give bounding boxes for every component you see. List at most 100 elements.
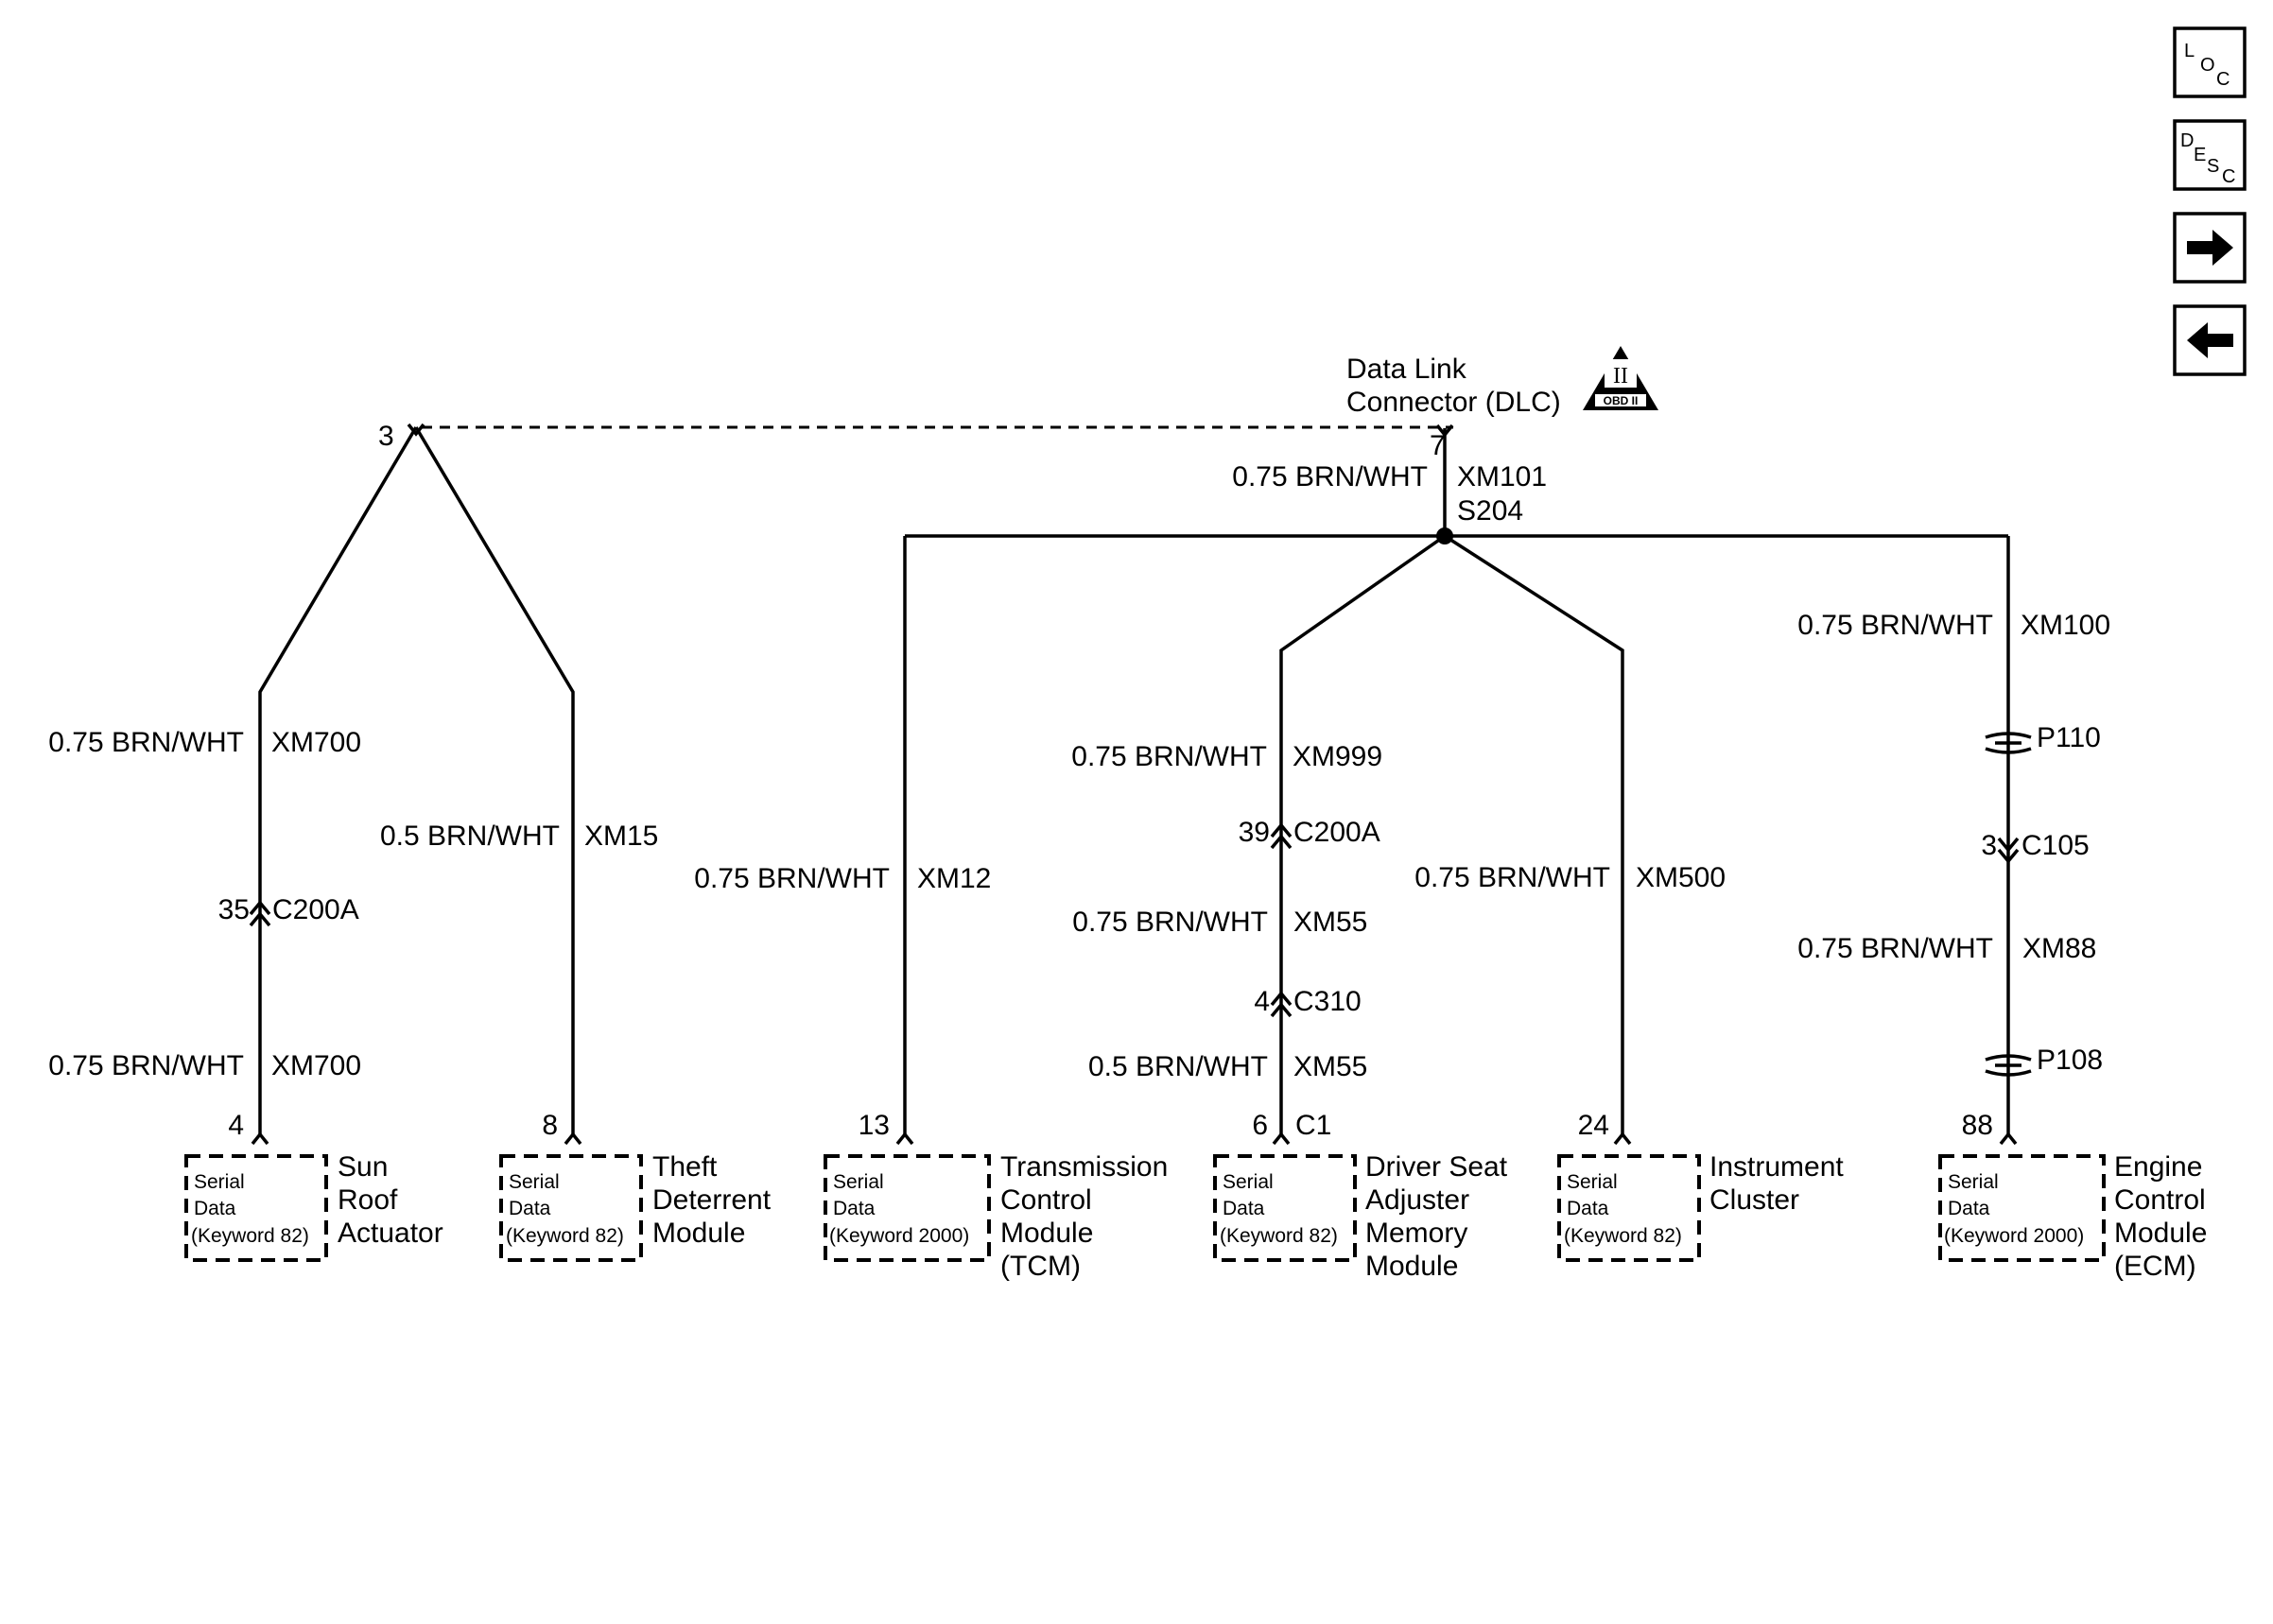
svg-text:L: L <box>2184 41 2195 61</box>
connector-c200a-icon <box>249 900 271 927</box>
svg-text:Data: Data <box>1948 1198 1990 1219</box>
svg-text:Theft: Theft <box>652 1151 718 1183</box>
svg-text:(Keyword 2000): (Keyword 2000) <box>829 1225 969 1247</box>
module-tcm: Serial Data (Keyword 2000) Transmission … <box>824 1151 1168 1282</box>
svg-text:Instrument: Instrument <box>1709 1151 1844 1183</box>
splice-label: S204 <box>1457 495 1523 527</box>
tcm-wire-label: 0.75 BRN/WHT <box>694 863 890 894</box>
svg-text:Module: Module <box>2114 1218 2207 1249</box>
svg-text:E: E <box>2194 145 2206 165</box>
theft-circuit-label: XM15 <box>584 821 658 852</box>
svg-text:Driver Seat: Driver Seat <box>1365 1151 1508 1183</box>
sunroof-module-pin-label: 4 <box>228 1110 244 1141</box>
seat-module-conn-label: C1 <box>1295 1110 1331 1141</box>
seat-w2-label: 0.75 BRN/WHT <box>1072 907 1268 938</box>
sunroof-conn-label: C200A <box>272 894 359 925</box>
svg-text:Data: Data <box>833 1198 876 1219</box>
ecm-p2-label: P108 <box>2037 1045 2103 1076</box>
svg-text:(Keyword 82): (Keyword 82) <box>506 1225 624 1247</box>
connector-c105-icon <box>1997 837 2020 864</box>
svg-text:Roof: Roof <box>338 1184 398 1216</box>
connector-c200a-icon <box>1270 822 1293 850</box>
previous-button[interactable] <box>2173 304 2247 376</box>
svg-text:Adjuster: Adjuster <box>1365 1184 1469 1216</box>
svg-text:(ECM): (ECM) <box>2114 1251 2196 1282</box>
theft-terminal-icon <box>564 1132 582 1146</box>
svg-text:Transmission: Transmission <box>1000 1151 1168 1183</box>
svg-text:Control: Control <box>1000 1184 1092 1216</box>
svg-text:O: O <box>2200 55 2215 76</box>
ecm-w2-label: 0.75 BRN/WHT <box>1797 933 1993 964</box>
svg-text:(Keyword 82): (Keyword 82) <box>1220 1225 1338 1247</box>
connector-c310-icon <box>1270 991 1293 1018</box>
seat-module-pin-label: 6 <box>1252 1110 1268 1141</box>
ecm-w1-label: 0.75 BRN/WHT <box>1797 610 1993 641</box>
sunroof-wire <box>258 426 418 1134</box>
svg-text:(TCM): (TCM) <box>1000 1251 1081 1282</box>
svg-text:Module: Module <box>1365 1251 1458 1282</box>
dlc-pin7-terminal-icon <box>1435 423 1454 438</box>
pass-through-p110-icon <box>1985 732 2032 754</box>
sunroof-terminal-icon <box>251 1132 269 1146</box>
svg-text:Serial: Serial <box>194 1171 245 1193</box>
svg-text:Data Link: Data Link <box>1346 354 1467 385</box>
cluster-wire <box>1444 534 1624 1134</box>
seat-conn2-label: C310 <box>1293 986 1362 1017</box>
pass-through-p108-icon <box>1985 1054 2032 1077</box>
svg-text:Data: Data <box>194 1198 236 1219</box>
seat-conn1-label: C200A <box>1293 817 1380 848</box>
tcm-circuit-label: XM12 <box>917 863 991 894</box>
svg-text:Engine: Engine <box>2114 1151 2202 1183</box>
dlc-pin3-terminal-icon <box>407 423 425 437</box>
seat-c3-label: XM55 <box>1293 1051 1367 1082</box>
trunk-circuit-label: XM101 <box>1457 461 1547 492</box>
loc-button[interactable]: L O C <box>2173 26 2247 98</box>
module-sunroof: Serial Data (Keyword 82) Sun Roof Actuat… <box>184 1151 443 1262</box>
seat-conn1-pin-label: 39 <box>1239 817 1270 848</box>
seat-conn2-pin-label: 4 <box>1254 986 1270 1017</box>
desc-button[interactable]: D E S C <box>2173 119 2247 191</box>
svg-text:OBD II: OBD II <box>1604 394 1639 407</box>
svg-text:(Keyword 82): (Keyword 82) <box>191 1225 309 1247</box>
svg-text:Data: Data <box>1567 1198 1609 1219</box>
dlc-pin-3: 3 <box>378 421 394 452</box>
svg-text:Serial: Serial <box>833 1171 884 1193</box>
dlc-pin-7: 7 <box>1430 430 1446 461</box>
ecm-p1-label: P110 <box>2037 722 2101 753</box>
svg-text:(Keyword 82): (Keyword 82) <box>1564 1225 1682 1247</box>
seat-c2-label: XM55 <box>1293 907 1367 938</box>
module-theft-deterrent: Serial Data (Keyword 82) Theft Deterrent… <box>499 1151 772 1262</box>
svg-text:D: D <box>2180 130 2194 151</box>
sunroof-lower-wire-label: 0.75 BRN/WHT <box>48 1050 244 1081</box>
sunroof-conn-pin-label: 35 <box>218 894 250 925</box>
svg-text:Connector (DLC): Connector (DLC) <box>1346 387 1561 418</box>
svg-text:Serial: Serial <box>1567 1171 1618 1193</box>
next-button[interactable] <box>2173 212 2247 284</box>
svg-text:Module: Module <box>652 1218 745 1249</box>
seat-w1-label: 0.75 BRN/WHT <box>1071 741 1267 772</box>
tcm-terminal-icon <box>895 1132 914 1146</box>
cluster-circuit-label: XM500 <box>1636 862 1726 893</box>
svg-text:Serial: Serial <box>1223 1171 1274 1193</box>
seat-terminal-icon <box>1272 1132 1291 1146</box>
theft-module-pin-label: 8 <box>542 1110 558 1141</box>
sunroof-upper-circuit-label: XM700 <box>271 727 361 758</box>
tcm-module-pin-label: 13 <box>859 1110 890 1141</box>
ecm-terminal-icon <box>1999 1132 2018 1146</box>
svg-text:Control: Control <box>2114 1184 2206 1216</box>
svg-text:Actuator: Actuator <box>338 1218 443 1249</box>
svg-text:S: S <box>2207 156 2219 177</box>
seat-w3-label: 0.5 BRN/WHT <box>1088 1051 1268 1082</box>
arrow-right-icon <box>2187 230 2233 266</box>
svg-text:Serial: Serial <box>509 1171 560 1193</box>
ecm-c1-label: XM100 <box>2021 610 2110 641</box>
svg-text:Data: Data <box>509 1198 551 1219</box>
module-instrument-cluster: Serial Data (Keyword 82) Instrument Clus… <box>1557 1151 1844 1262</box>
svg-text:(Keyword 2000): (Keyword 2000) <box>1944 1225 2084 1247</box>
ecm-c2-label: XM88 <box>2022 933 2096 964</box>
seat-wire <box>1279 534 1447 1134</box>
svg-text:Deterrent: Deterrent <box>652 1184 772 1216</box>
sunroof-upper-wire-label: 0.75 BRN/WHT <box>48 727 244 758</box>
sunroof-lower-circuit-label: XM700 <box>271 1050 361 1081</box>
